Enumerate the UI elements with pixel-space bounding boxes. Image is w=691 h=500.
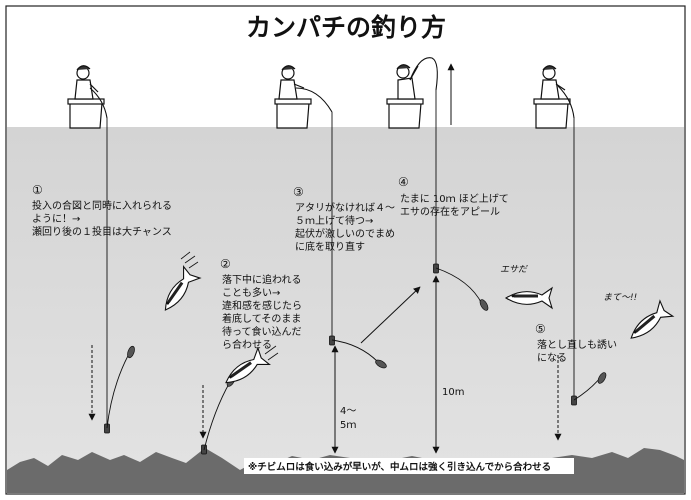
diagram-title: カンパチの釣り方 — [246, 13, 446, 42]
step-3: ③ アタリがなければ４～ ５ｍ上げて待つ→ 起伏が激しいのでまめ に底を取り直す — [293, 185, 395, 253]
step-2-line: 待って食い込んだ — [222, 325, 302, 338]
step-3-line: アタリがなければ４～ — [295, 201, 395, 214]
angler-boat-1 — [67, 65, 105, 129]
step-2-line: ら合わせる — [222, 338, 272, 351]
sinker-1 — [104, 423, 110, 434]
bait-5 — [597, 372, 607, 384]
step-2-line: 違和感を感じたら — [222, 299, 302, 312]
water-area — [7, 127, 684, 493]
rod-3 — [409, 57, 438, 91]
sinker-5 — [571, 395, 577, 406]
step-5-number: ⑤ — [535, 322, 546, 336]
amberjack-fish-4 — [630, 299, 675, 339]
step-1-line: ように！→ — [32, 213, 80, 225]
motion-lines-1 — [180, 251, 199, 269]
angler-boat-3 — [386, 64, 424, 129]
amberjack-fish-1 — [164, 265, 202, 311]
step-1-line: 瀬回り後の１投目は大チャンス — [32, 225, 172, 238]
lift-diagonal-arrow — [360, 286, 421, 344]
footnote-background — [244, 458, 574, 474]
step-2-number: ② — [220, 257, 231, 271]
step-1: ① 投入の合図と同時に入れられる ように！→ 瀬回り後の１投目は大チャンス — [32, 183, 172, 238]
dim-small-line1: 4～ — [340, 406, 356, 417]
amberjack-fish-2 — [225, 346, 271, 384]
rod-4 — [557, 85, 575, 119]
rod-2 — [295, 87, 333, 113]
footnote: ※チビムロは食い込みが早いが、中ムロは強く引き込んでから合わせる — [248, 461, 551, 473]
bubble-esa: エサだ — [500, 264, 528, 275]
dim-small-line2: 5ｍ — [340, 420, 356, 431]
step-5-line: になる — [537, 352, 567, 364]
sinker-weights — [104, 263, 577, 455]
dim-large: 10m — [442, 387, 464, 398]
bait-4 — [479, 299, 489, 311]
motion-lines-2 — [264, 345, 279, 361]
bait-1 — [127, 345, 135, 359]
step-5: ⑤ 落とし直しも誘い になる — [535, 322, 617, 364]
step-3-line: に底を取り直す — [295, 240, 365, 253]
step-1-line: 投入の合図と同時に入れられる — [32, 199, 172, 212]
step-2-line: ことも多い→ — [222, 286, 280, 299]
step-3-line: ５ｍ上げて待つ→ — [295, 214, 373, 227]
movement-arrows — [88, 275, 562, 454]
angler-boat-2 — [274, 65, 312, 129]
bait-3 — [375, 359, 387, 369]
bubble-mate: まて〜!! — [603, 292, 637, 303]
amberjack-fish-3 — [504, 286, 553, 310]
step-2: ② 落下中に追われる ことも多い→ 違和感を感じたら 着底してそのまま 待って食… — [220, 257, 302, 351]
step-2-line: 着底してそのまま — [222, 312, 301, 325]
angler-boat-4 — [533, 65, 571, 129]
step-4-line: たまに 10ｍ ほど上げて — [400, 193, 509, 205]
step-5-line: 落とし直しも誘い — [537, 338, 617, 351]
step-2-line: 落下中に追われる — [222, 273, 302, 286]
rods-and-lines — [89, 57, 575, 432]
step-1-number: ① — [32, 183, 43, 197]
step-4-line: エサの存在をアピール — [400, 205, 500, 218]
rod-1 — [89, 87, 108, 119]
step-4-number: ④ — [398, 175, 409, 189]
step-3-line: 起伏が激しいのでまめ — [295, 227, 395, 240]
step-4: ④ たまに 10ｍ ほど上げて エサの存在をアピール — [398, 175, 509, 218]
step-3-number: ③ — [293, 185, 304, 199]
